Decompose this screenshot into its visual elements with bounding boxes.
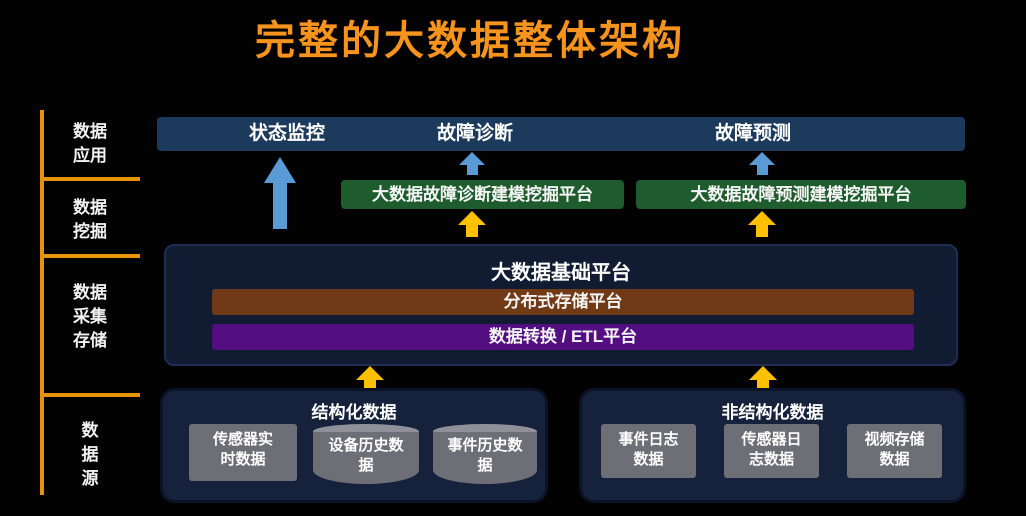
etl-platform: 数据转换 / ETL平台 xyxy=(212,324,914,350)
app-item-status-monitoring: 状态监控 xyxy=(248,123,326,144)
device-history-database-cylinder: 设备历史数 据 xyxy=(313,424,419,484)
layer-axis-line xyxy=(40,110,44,495)
layer-label-application: 数据 应用 xyxy=(73,122,107,166)
up-arrow-icon xyxy=(264,157,296,229)
up-arrow-icon xyxy=(749,366,777,389)
structured-data-title: 结构化数据 xyxy=(311,403,397,422)
event-history-data-label: 事件历史数 据 xyxy=(433,432,537,484)
event-log-data-box: 事件日志 数据 xyxy=(601,424,696,478)
event-history-database-cylinder: 事件历史数 据 xyxy=(433,424,537,484)
structured-data-group: 结构化数据 传感器实 时数据 设备历史数 据 事件历史数 据 xyxy=(163,391,545,500)
foundation-title: 大数据基础平台 xyxy=(491,262,631,284)
layer-axis-tick xyxy=(40,393,140,397)
layer-label-mining: 数据 挖掘 xyxy=(73,198,107,242)
unstructured-data-group: 非结构化数据 事件日志 数据 传感器日 志数据 视频存储 数据 xyxy=(582,391,963,500)
up-arrow-icon xyxy=(749,152,775,175)
big-data-foundation-platform: 大数据基础平台 分布式存储平台 数据转换 / ETL平台 xyxy=(164,244,958,366)
app-item-fault-diagnosis: 故障诊断 xyxy=(436,123,514,144)
layer-label-source: 数 据 源 xyxy=(81,421,99,489)
application-bar: 状态监控 故障诊断 故障预测 xyxy=(157,117,965,151)
up-arrow-icon xyxy=(748,211,776,237)
layer-axis-tick xyxy=(40,254,140,258)
up-arrow-icon xyxy=(459,152,485,175)
up-arrow-icon xyxy=(356,366,384,389)
up-arrow-icon xyxy=(458,211,486,237)
device-history-data-label: 设备历史数 据 xyxy=(313,432,419,484)
sensor-realtime-data-box: 传感器实 时数据 xyxy=(189,424,297,481)
layer-label-collect-storage: 数据 采集 存储 xyxy=(73,283,107,351)
prediction-mining-platform: 大数据故障预测建模挖掘平台 xyxy=(636,180,966,209)
layer-axis-tick xyxy=(40,177,140,181)
page-title: 完整的大数据整体架构 xyxy=(255,19,685,63)
distributed-storage-platform: 分布式存储平台 xyxy=(212,289,914,315)
unstructured-data-title: 非结构化数据 xyxy=(721,403,824,422)
video-storage-data-box: 视频存储 数据 xyxy=(847,424,942,478)
sensor-log-data-box: 传感器日 志数据 xyxy=(724,424,819,478)
diagnosis-mining-platform: 大数据故障诊断建模挖掘平台 xyxy=(341,180,624,209)
app-item-fault-prediction: 故障预测 xyxy=(714,123,792,144)
